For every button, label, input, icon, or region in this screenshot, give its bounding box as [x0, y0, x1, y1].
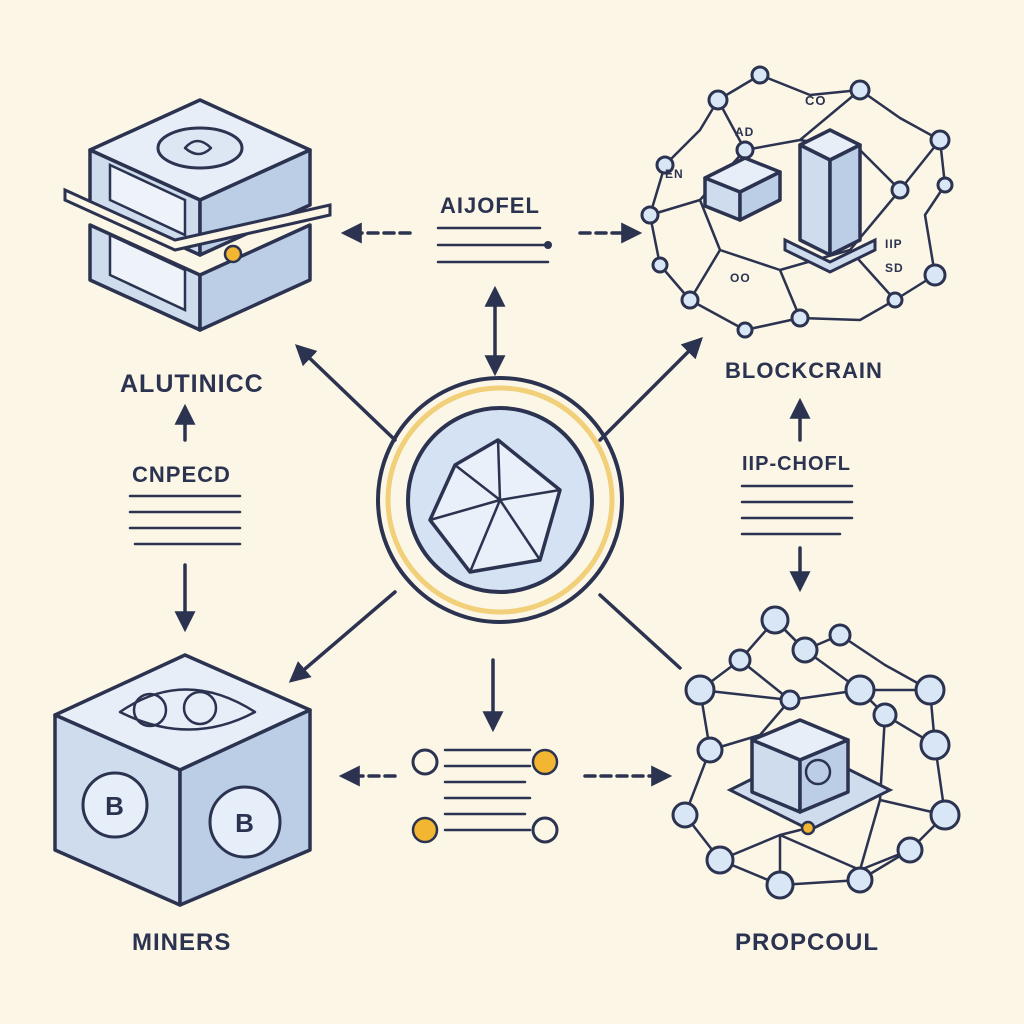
bitcoin-letter-left: B: [105, 791, 125, 821]
label-right-middle: IIP-CHOFL: [742, 453, 851, 475]
label-bottom-right: PROPCOUL: [735, 929, 879, 956]
tag-en: EN: [665, 167, 684, 181]
label-left-middle: CNPECD: [132, 462, 231, 487]
label-top-center: AIJOFEL: [440, 193, 540, 218]
bitcoin-coin-left: B: [81, 771, 149, 839]
label-top-left: ALUTINICC: [120, 370, 264, 398]
tag-iip: IIP: [885, 237, 903, 251]
right-middle-connector: IIP-CHOFL: [740, 397, 854, 593]
tag-oo: OO: [730, 271, 751, 285]
bottom-center-connector: [338, 658, 673, 844]
label-bottom-left: MINERS: [132, 929, 231, 956]
line-to-bottom-right: [598, 593, 682, 670]
blockchain-network-icon: CO AD EN IIP SD OO: [640, 65, 954, 339]
top-center-connector: AIJOFEL: [340, 193, 643, 377]
left-middle-connector: CNPECD: [128, 403, 242, 633]
bitcoin-letter-right: B: [235, 808, 255, 838]
diagonal-arrows: [288, 337, 703, 683]
label-top-right: BLOCKCRAIN: [725, 358, 883, 383]
tag-sd: SD: [885, 261, 904, 275]
arrow-to-bottom-left: [288, 590, 397, 683]
center-crypto-coin: [376, 376, 624, 624]
miners-cube-icon: B B: [53, 653, 312, 907]
bitcoin-coin-right: B: [208, 785, 282, 859]
tag-ad: AD: [735, 125, 754, 139]
tag-co: CO: [805, 93, 827, 108]
arrow-to-top-left: [294, 344, 397, 442]
protocol-network-icon: [671, 605, 961, 900]
server-stack-icon: [63, 98, 332, 332]
arrow-to-top-right: [598, 337, 703, 442]
